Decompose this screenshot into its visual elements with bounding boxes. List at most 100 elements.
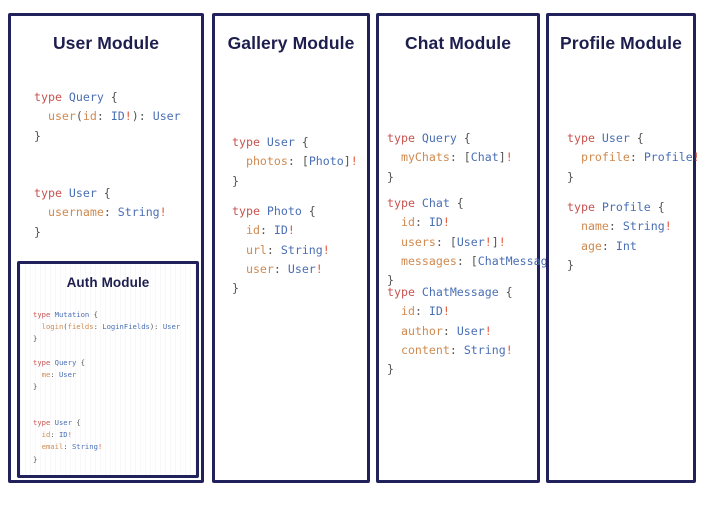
code-token: [34, 205, 48, 219]
code-token: ChatMessage: [477, 253, 555, 268]
panel-profile-module[interactable]: Profile Module type User { profile: Prof…: [546, 13, 700, 483]
code-token: Photo: [266, 204, 302, 218]
code-line: type Query {: [33, 357, 85, 369]
code-line: type Mutation {: [33, 309, 180, 321]
code-line: email: String!: [33, 441, 103, 453]
code-line: }: [387, 271, 569, 290]
code-line: type User {: [567, 129, 700, 148]
code-token: Photo: [308, 154, 344, 169]
code-line: type Profile {: [567, 198, 672, 217]
code-token: [387, 304, 401, 318]
code-token: type: [232, 204, 267, 218]
code-token: {: [650, 200, 665, 214]
code-token: String: [117, 205, 160, 220]
code-line: }: [33, 333, 180, 345]
code-token: String: [280, 242, 323, 257]
code-token: id: [41, 430, 51, 440]
code-token: !: [498, 234, 506, 249]
code-line: user: User!: [232, 260, 330, 279]
code-token: !: [287, 223, 295, 238]
code-line: user(id: ID!): User: [34, 107, 181, 126]
code-token: !: [442, 304, 450, 319]
code-token: :: [50, 430, 59, 440]
code-block-auth-user: type User { id: ID! email: String!}: [33, 417, 102, 466]
code-line: me: User: [33, 369, 85, 381]
code-token: !: [350, 154, 358, 169]
code-line: type ChatMessage {: [387, 283, 513, 302]
code-token: ID: [273, 223, 288, 238]
code-token: {: [301, 204, 316, 218]
code-token: [232, 243, 246, 257]
code-token: }: [232, 281, 239, 296]
code-token: :: [63, 442, 72, 452]
code-token: !: [124, 109, 132, 124]
code-token: [34, 109, 48, 123]
code-line: type Query {: [34, 88, 181, 107]
panel-gallery-module[interactable]: Gallery Module type User { photos: [Phot…: [212, 13, 370, 483]
code-line: }: [33, 381, 85, 393]
code-line: }: [34, 127, 181, 146]
code-token: author: [400, 323, 443, 338]
panel-auth-module[interactable]: Auth Module type Mutation { login(fields…: [17, 261, 199, 478]
code-token: :: [449, 342, 464, 357]
code-token: Profile: [601, 200, 651, 214]
code-line: type User {: [33, 417, 102, 429]
code-token: type: [567, 131, 602, 145]
code-token: :: [601, 238, 616, 253]
code-block-user-query: type Query { user(id: ID!): User}: [34, 88, 181, 146]
code-token: url: [245, 242, 267, 257]
code-token: user: [47, 109, 76, 124]
code-token: !: [505, 342, 513, 357]
code-token: }: [33, 334, 38, 344]
code-token: !: [159, 205, 167, 220]
code-token: (: [63, 322, 68, 332]
code-token: :: [103, 205, 118, 220]
code-token: {: [96, 186, 111, 200]
code-line: photos: [Photo]!: [232, 152, 358, 171]
code-token: ]: [498, 150, 506, 165]
code-token: :: [96, 109, 111, 124]
code-line: content: String!: [387, 341, 513, 360]
code-line: }: [387, 360, 513, 379]
code-token: String: [622, 219, 665, 234]
code-token: email: [41, 442, 64, 452]
code-block-auth-mutation: type Mutation { login(fields: LoginField…: [33, 309, 180, 346]
code-token: : [: [287, 154, 309, 169]
panel-chat-module[interactable]: Chat Module type Query { myChats: [Chat]…: [376, 13, 569, 483]
code-token: Chat: [421, 196, 450, 210]
code-token: !: [505, 150, 513, 165]
code-token: {: [498, 285, 513, 299]
code-token: !: [315, 261, 323, 276]
code-block-gallery-user: type User { photos: [Photo]!}: [232, 133, 358, 191]
code-token: me: [41, 370, 51, 380]
code-token: {: [103, 90, 118, 104]
code-token: ]: [491, 234, 499, 249]
code-token: ):: [131, 109, 153, 124]
code-token: [387, 324, 401, 338]
code-token: [232, 154, 246, 168]
code-line: type Photo {: [232, 202, 330, 221]
code-token: {: [629, 131, 644, 145]
code-token: ID: [58, 430, 68, 440]
code-token: !: [322, 242, 330, 257]
code-line: type User {: [232, 133, 358, 152]
code-token: !: [692, 150, 700, 165]
code-line: type Chat {: [387, 194, 569, 213]
code-token: ]: [343, 154, 351, 169]
code-token: type: [387, 285, 422, 299]
code-token: [387, 254, 401, 268]
code-line: id: ID!: [33, 429, 102, 441]
code-token: [567, 239, 581, 253]
code-token: type: [232, 135, 267, 149]
code-line: }: [33, 454, 102, 466]
code-token: user: [245, 261, 274, 276]
code-token: !: [442, 215, 450, 230]
panel-title-gallery-module: Gallery Module: [227, 33, 355, 53]
panel-user-module[interactable]: User Module type Query { user(id: ID!): …: [8, 13, 204, 483]
code-token: type: [33, 418, 55, 427]
code-token: }: [567, 169, 574, 184]
code-line: name: String!: [567, 217, 672, 236]
code-line: id: ID!: [232, 221, 330, 240]
code-token: ChatMessage: [421, 285, 499, 299]
panel-title-user-module: User Module: [52, 33, 160, 53]
